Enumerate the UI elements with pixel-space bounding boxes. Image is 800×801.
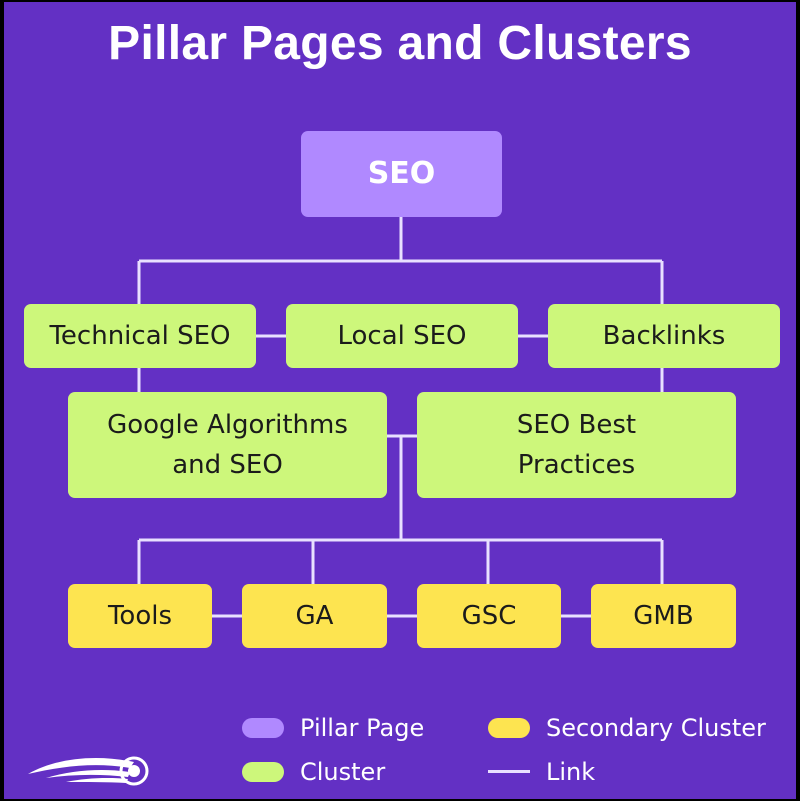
- cluster-backlinks-node: Backlinks: [548, 304, 780, 368]
- comet-logo-icon: [28, 756, 149, 786]
- pillar-seo-node: SEO: [301, 131, 502, 217]
- cluster-technical-seo-node: Technical SEO: [24, 304, 256, 368]
- legend-link-label: Link: [546, 758, 596, 786]
- secondary-tools-label: Tools: [107, 600, 173, 631]
- cluster-local-seo-label: Local SEO: [337, 320, 467, 351]
- secondary-gmb-node: GMB: [591, 584, 736, 648]
- legend-cluster-swatch: [242, 762, 284, 782]
- cluster-google-algorithms-line1: Google Algorithms: [107, 409, 348, 440]
- legend-cluster-label: Cluster: [300, 758, 386, 786]
- legend-link-line: [488, 770, 530, 773]
- page-title: Pillar Pages and Clusters: [108, 17, 692, 70]
- cluster-google-algorithms-node: Google Algorithms and SEO: [68, 392, 387, 498]
- cluster-seo-best-practices-line1: SEO Best: [516, 409, 637, 440]
- cluster-backlinks-label: Backlinks: [602, 320, 726, 351]
- pillar-seo-label: SEO: [367, 155, 436, 191]
- secondary-gsc-label: GSC: [461, 600, 517, 631]
- diagram-canvas: Pillar Pages and Clusters: [4, 2, 796, 799]
- legend-secondary-label: Secondary Cluster: [546, 714, 766, 742]
- legend-pillar-swatch: [242, 718, 284, 738]
- cluster-seo-best-practices-node: SEO Best Practices: [417, 392, 736, 498]
- legend-pillar-label: Pillar Page: [300, 714, 425, 742]
- cluster-local-seo-node: Local SEO: [286, 304, 518, 368]
- secondary-gsc-node: GSC: [417, 584, 561, 648]
- cluster-seo-best-practices-line2: Practices: [517, 450, 636, 480]
- secondary-tools-node: Tools: [68, 584, 212, 648]
- secondary-ga-label: GA: [295, 600, 334, 631]
- cluster-technical-seo-label: Technical SEO: [49, 320, 231, 351]
- cluster-google-algorithms-line2: and SEO: [172, 450, 283, 480]
- secondary-ga-node: GA: [242, 584, 387, 648]
- link-lines: [137, 217, 664, 618]
- secondary-gmb-label: GMB: [633, 600, 694, 631]
- legend-secondary-swatch: [488, 718, 530, 738]
